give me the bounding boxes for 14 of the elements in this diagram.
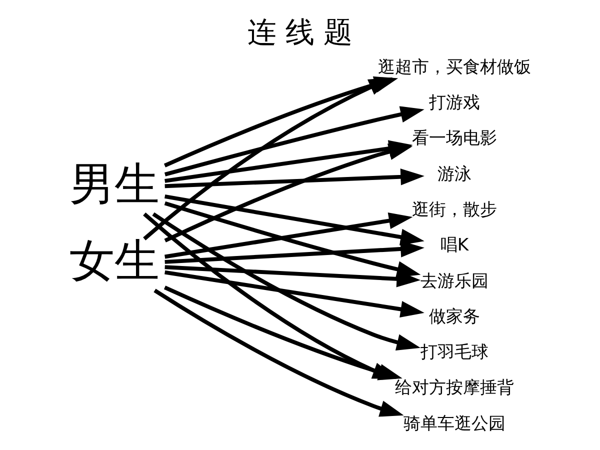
node-text: 逛街，散步 xyxy=(412,200,498,220)
node-text: 去游乐园 xyxy=(420,271,489,292)
node-text: 男生 xyxy=(69,158,160,211)
node-text: 做家务 xyxy=(429,306,480,327)
node-text: 逛超市，买食材做饭 xyxy=(378,57,532,78)
node-text: 打游戏 xyxy=(429,93,480,113)
node-text: 女生 xyxy=(69,234,160,288)
diagram-title: 连 线 题 xyxy=(247,15,353,50)
node-text: 打羽毛球 xyxy=(420,342,489,363)
node-text: 给对方按摩捶背 xyxy=(395,378,514,398)
node-text: 骑单车逛公园 xyxy=(404,414,506,434)
node-text: 看一场电影 xyxy=(412,128,498,149)
node-text: 唱K xyxy=(440,236,469,256)
node-text: 游泳 xyxy=(438,164,472,184)
